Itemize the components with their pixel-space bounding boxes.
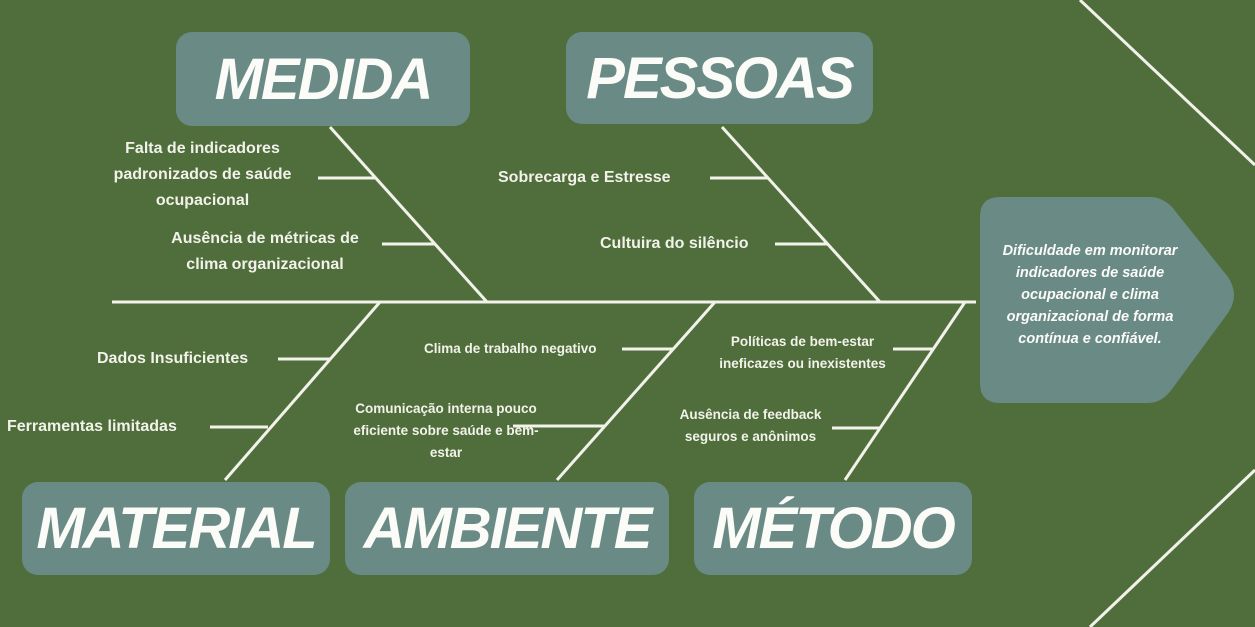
category-ambiente: AMBIENTE	[345, 482, 669, 575]
category-metodo: MÉTODO	[694, 482, 972, 575]
cause-label: Dados Insuficientes	[97, 350, 249, 367]
bone-ambiente	[555, 301, 717, 481]
cause-label: Clima de trabalho negativo	[424, 341, 597, 356]
bone-pessoas	[720, 125, 882, 304]
effect-text: Dificuldade em monitorar indicadores de …	[1002, 243, 1178, 347]
cause-label: Falta de indicadores padronizados de saú…	[113, 140, 292, 209]
cause-label: Sobrecarga e Estresse	[498, 169, 671, 186]
category-pessoas: PESSOAS	[566, 32, 873, 124]
cause-label: Comunicação interna pouco eficiente sobr…	[353, 401, 539, 460]
cause-label: Ausência de feedback seguros e anônimos	[679, 407, 822, 444]
cause-label: Políticas de bem-estar ineficazes ou ine…	[719, 334, 886, 371]
cause-label: Ferramentas limitadas	[7, 418, 177, 435]
cause-label: Ausência de métricas de clima organizaci…	[171, 230, 359, 273]
effect-shape	[980, 197, 1234, 403]
bone-metodo	[843, 301, 967, 481]
category-material: MATERIAL	[22, 482, 330, 575]
category-medida: MEDIDA	[176, 32, 470, 126]
cause-label: Cultuira do silêncio	[600, 235, 749, 252]
arrow-top	[1078, 0, 1255, 167]
bone-material	[223, 301, 382, 481]
arrow-bottom	[1088, 468, 1255, 627]
bone-medida	[328, 125, 489, 304]
